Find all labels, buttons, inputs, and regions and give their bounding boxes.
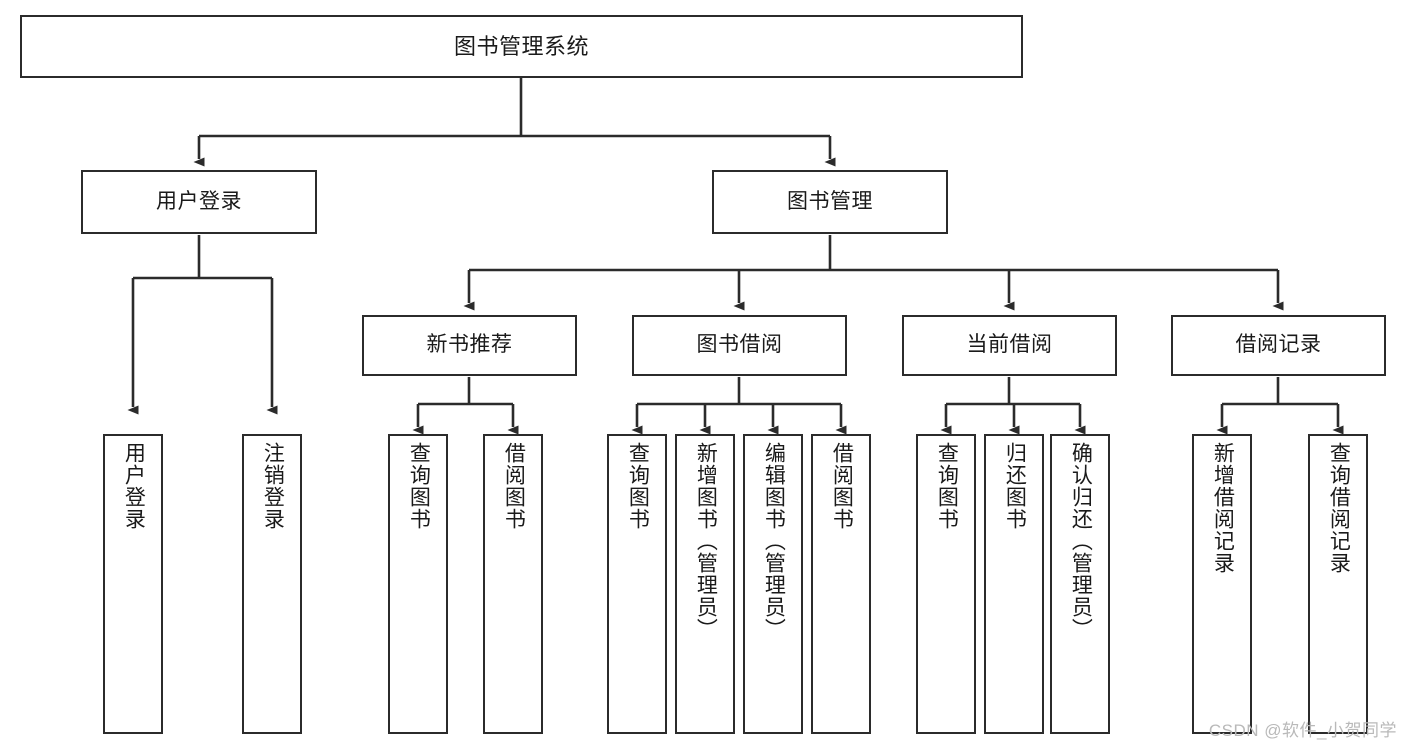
node-user-login[interactable]: 用户登录 <box>81 170 317 234</box>
node-label: 图书管理系统 <box>453 33 589 59</box>
node-label: 查询图书 <box>626 442 650 530</box>
node-new-book-recommend[interactable]: 新书推荐 <box>362 315 577 376</box>
watermark-text: CSDN @软件_小贺同学 <box>1208 721 1397 740</box>
leaf-edit-book-admin[interactable]: 编辑图书（管理员） <box>743 434 803 734</box>
node-label: 借阅记录 <box>1235 333 1322 357</box>
leaf-query-books-borrow[interactable]: 查询图书 <box>607 434 667 734</box>
leaf-add-borrow-record[interactable]: 新增借阅记录 <box>1192 434 1252 734</box>
leaf-borrow-books-recommend[interactable]: 借阅图书 <box>483 434 543 734</box>
node-label: 注销登录 <box>261 442 285 530</box>
node-label: 查询图书 <box>935 442 959 530</box>
leaf-return-books[interactable]: 归还图书 <box>984 434 1044 734</box>
node-label: 确认归还（管理员） <box>1069 442 1093 640</box>
node-label: 编辑图书（管理员） <box>762 442 786 640</box>
node-label: 当前借阅 <box>966 333 1053 357</box>
leaf-borrow-books[interactable]: 借阅图书 <box>811 434 871 734</box>
leaf-user-login[interactable]: 用户登录 <box>103 434 163 734</box>
node-label: 归还图书 <box>1003 442 1027 530</box>
node-label: 借阅图书 <box>830 442 854 530</box>
node-book-borrow[interactable]: 图书借阅 <box>632 315 847 376</box>
node-book-management[interactable]: 图书管理 <box>712 170 948 234</box>
leaf-query-books-current[interactable]: 查询图书 <box>916 434 976 734</box>
node-label: 用户登录 <box>156 189 242 213</box>
node-label: 图书管理 <box>787 189 873 213</box>
node-borrow-records[interactable]: 借阅记录 <box>1171 315 1386 376</box>
node-label: 借阅图书 <box>502 442 526 530</box>
node-label: 查询图书 <box>407 442 431 530</box>
node-label: 图书借阅 <box>696 333 783 357</box>
node-label: 用户登录 <box>122 442 146 530</box>
node-root-book-management-system[interactable]: 图书管理系统 <box>20 15 1023 78</box>
leaf-confirm-return-admin[interactable]: 确认归还（管理员） <box>1050 434 1110 734</box>
leaf-add-book-admin[interactable]: 新增图书（管理员） <box>675 434 735 734</box>
leaf-query-borrow-record[interactable]: 查询借阅记录 <box>1308 434 1368 734</box>
leaf-logout[interactable]: 注销登录 <box>242 434 302 734</box>
node-label: 新增图书（管理员） <box>694 442 718 640</box>
node-label: 新增借阅记录 <box>1211 442 1235 574</box>
node-label: 查询借阅记录 <box>1327 442 1351 574</box>
leaf-query-books-recommend[interactable]: 查询图书 <box>388 434 448 734</box>
node-label: 新书推荐 <box>426 333 513 357</box>
node-current-borrow[interactable]: 当前借阅 <box>902 315 1117 376</box>
